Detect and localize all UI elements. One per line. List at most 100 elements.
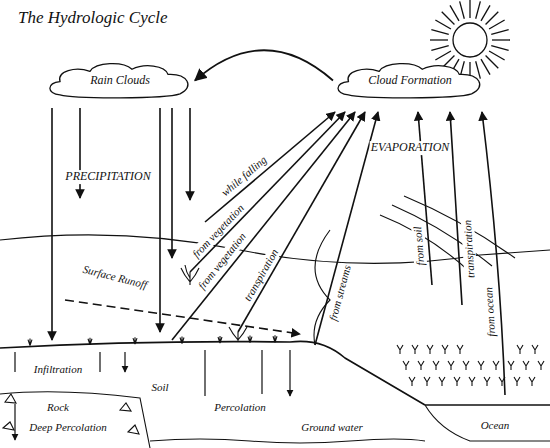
flow-label: from ocean — [482, 286, 498, 338]
ground-water-line — [150, 439, 425, 443]
landscape — [0, 196, 550, 448]
ground-surface — [0, 341, 425, 405]
evaporation-arrow — [482, 112, 505, 395]
sun-ray — [476, 61, 481, 78]
cloud-node: Rain Clouds — [45, 60, 195, 101]
stream — [314, 230, 330, 345]
flow-label: from soil — [411, 225, 427, 267]
flow-arrows — [15, 108, 505, 440]
precipitation-arrow — [79, 108, 81, 198]
sun-ray — [431, 46, 448, 51]
sun-ray — [430, 39, 448, 40]
grass — [28, 335, 277, 345]
flow-label: from streams — [326, 262, 354, 322]
ocean-waves — [397, 345, 544, 386]
grass-tuft — [133, 337, 137, 344]
wave-mark — [427, 345, 433, 354]
precipitation-arrow — [159, 108, 161, 332]
diagram-title: The Hydrologic Cycle — [18, 8, 168, 28]
flow-label: Surface Runoff — [80, 263, 149, 292]
wave-mark — [529, 377, 535, 386]
region-label: Percolation — [213, 401, 267, 414]
wave-mark — [523, 361, 529, 370]
wave-mark — [433, 361, 439, 370]
hill-contour — [392, 205, 492, 266]
wave-mark — [424, 377, 430, 386]
cloud-node: Cloud Formation — [333, 60, 487, 101]
sun-ray — [492, 39, 510, 40]
wave-mark — [397, 345, 403, 354]
sun-ray — [486, 56, 499, 69]
wave-mark — [532, 345, 538, 354]
sun-ray — [442, 12, 455, 25]
evaporation-arrow — [450, 112, 462, 305]
cloud-label: Rain Clouds — [45, 73, 195, 88]
cycle-arrow — [195, 50, 333, 80]
precipitation-arrow — [171, 108, 173, 258]
wave-mark — [448, 361, 454, 370]
grass-tuft — [88, 338, 92, 345]
wave-mark — [409, 377, 415, 386]
wave-mark — [442, 345, 448, 354]
wave-mark — [538, 361, 544, 370]
percolation-arrows — [205, 350, 290, 396]
wave-mark — [463, 361, 469, 370]
rock-boundary — [0, 392, 150, 448]
sun-ray — [489, 51, 505, 60]
wave-mark — [508, 361, 514, 370]
sun-ray — [435, 51, 451, 60]
wave-mark — [484, 377, 490, 386]
flow-label: while falling — [218, 153, 270, 200]
sun-ray — [491, 46, 508, 51]
cloud-label: Cloud Formation — [333, 73, 487, 88]
grass-tuft — [28, 339, 32, 346]
wave-mark — [403, 361, 409, 370]
wave-mark — [517, 345, 523, 354]
sun-ray — [460, 1, 465, 18]
evaporation-arrow — [190, 112, 345, 272]
sun-ray — [486, 12, 499, 25]
sun-ray — [491, 30, 508, 35]
evaporation-arrow — [172, 112, 355, 340]
sun-ray — [450, 5, 459, 21]
grass-tuft — [180, 336, 184, 343]
evaporation-arrow — [238, 112, 365, 332]
grass-tuft — [273, 335, 277, 342]
flow-label: transpiration — [240, 246, 281, 304]
wave-mark — [418, 361, 424, 370]
region-label: EVAPORATION — [370, 141, 451, 155]
wave-mark — [478, 361, 484, 370]
runoff-arrow — [65, 300, 300, 334]
region-label: Infiltration — [33, 363, 83, 376]
sun-ray — [435, 20, 451, 29]
wave-mark — [457, 345, 463, 354]
wave-mark — [514, 377, 520, 386]
grass-tuft — [248, 336, 252, 343]
wave-mark — [454, 377, 460, 386]
region-label: Ground water — [300, 421, 364, 434]
precipitation-arrow — [51, 108, 53, 340]
region-label: Rock — [46, 401, 70, 414]
ocean-surface — [425, 404, 550, 406]
region-label: Soil — [150, 381, 169, 394]
rock-pattern — [3, 394, 139, 434]
sun-ray — [431, 30, 448, 35]
grass-tuft — [218, 336, 222, 343]
evaporation-arrow — [315, 112, 378, 345]
region-label: Deep Percolation — [28, 421, 107, 434]
deep-percolation-arrow — [14, 404, 15, 440]
sun-ray — [481, 5, 490, 21]
evaporation-arrow — [205, 112, 335, 222]
wave-mark — [439, 377, 445, 386]
plant — [229, 327, 247, 342]
sun-ray — [469, 0, 470, 18]
wave-mark — [493, 361, 499, 370]
wave-mark — [412, 345, 418, 354]
sun-disc — [453, 23, 487, 57]
flow-label: transpiration — [460, 219, 476, 280]
precipitation-arrow — [189, 108, 191, 200]
region-label: Ocean — [480, 419, 511, 432]
sun-ray — [476, 1, 481, 18]
wave-mark — [469, 377, 475, 386]
